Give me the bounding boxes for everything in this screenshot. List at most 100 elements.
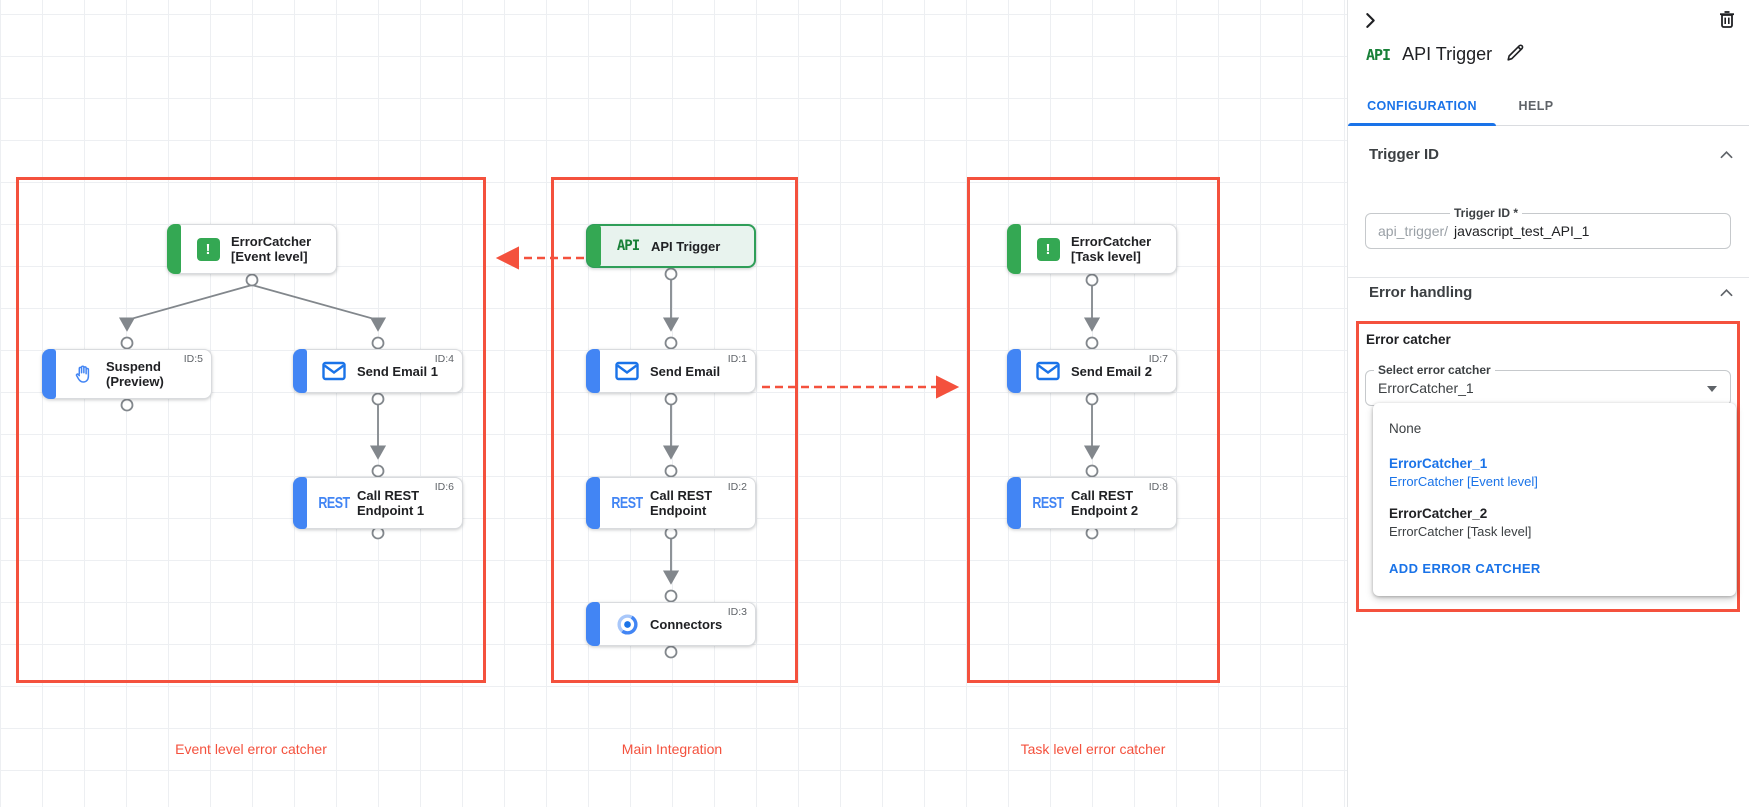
config-panel: API API Trigger CONFIGURATION HELP Trigg… — [1347, 0, 1749, 807]
node-label: Suspend — [106, 359, 161, 374]
error-catcher-dropdown: None ErrorCatcher_1 ErrorCatcher [Event … — [1373, 403, 1736, 596]
tab-configuration[interactable]: CONFIGURATION — [1348, 86, 1496, 126]
node-errorcatcher-event-level[interactable]: ! ErrorCatcher[Event level] — [167, 224, 337, 274]
chevron-right-icon — [1366, 13, 1375, 28]
node-accent — [586, 602, 600, 646]
node-label: Call REST — [1071, 488, 1134, 503]
node-label: ErrorCatcher — [1071, 234, 1152, 249]
node-api-trigger[interactable]: API API Trigger — [586, 224, 756, 268]
node-send-email-1[interactable]: ID:4 Send Email 1 — [293, 349, 463, 393]
node-label-2: (Preview) — [106, 374, 164, 389]
node-label: API Trigger — [651, 238, 721, 254]
error-catcher-highlight-box: Error catcher Select error catcher Error… — [1356, 321, 1740, 612]
error-catcher-label: Error catcher — [1366, 332, 1451, 347]
rest-icon: REST — [318, 494, 350, 512]
node-id-badge: ID:2 — [727, 481, 747, 493]
connectors-icon — [611, 613, 643, 636]
node-label: Call REST — [650, 488, 713, 503]
section-title-trigger-id: Trigger ID — [1369, 146, 1440, 163]
group-label-task-level: Task level error catcher — [1020, 741, 1166, 757]
trash-icon — [1720, 11, 1734, 28]
select-error-catcher-field[interactable]: Select error catcher ErrorCatcher_1 — [1365, 363, 1731, 406]
trigger-id-field-label: Trigger ID * — [1450, 206, 1523, 220]
trigger-id-value: javascript_test_API_1 — [1454, 223, 1590, 239]
group-label-event-level: Event level error catcher — [175, 741, 327, 757]
node-id-badge: ID:1 — [727, 353, 747, 365]
dropdown-option-errorcatcher-1[interactable]: ErrorCatcher_1 ErrorCatcher [Event level… — [1373, 454, 1736, 491]
node-label: ErrorCatcher — [231, 234, 312, 249]
node-id-badge: ID:7 — [1148, 353, 1168, 365]
suspend-hand-icon — [67, 364, 99, 385]
node-accent — [586, 477, 600, 529]
node-accent — [293, 477, 307, 529]
select-error-catcher-label: Select error catcher — [1374, 363, 1495, 377]
collapse-section-icon[interactable] — [1720, 150, 1733, 159]
pencil-icon — [1507, 44, 1524, 61]
node-errorcatcher-task-level[interactable]: ! ErrorCatcher[Task level] — [1007, 224, 1177, 274]
node-id-badge: ID:8 — [1148, 481, 1168, 493]
node-label-2: Endpoint — [650, 503, 707, 518]
error-catcher-icon: ! — [1032, 237, 1064, 261]
node-send-email-2[interactable]: ID:7 Send Email 2 — [1007, 349, 1177, 393]
email-icon — [318, 361, 350, 381]
edit-title-button[interactable] — [1504, 42, 1526, 67]
node-id-badge: ID:4 — [434, 353, 454, 365]
group-box-event-level — [16, 177, 486, 683]
node-label: Send Email 2 — [1071, 363, 1152, 379]
email-icon — [1032, 361, 1064, 381]
node-send-email[interactable]: ID:1 Send Email — [586, 349, 756, 393]
dropdown-caret-icon — [1707, 386, 1717, 392]
select-error-catcher-value: ErrorCatcher_1 — [1378, 380, 1474, 396]
collapse-section-icon[interactable] — [1720, 288, 1733, 297]
error-catcher-icon: ! — [192, 237, 224, 261]
api-badge-icon: API — [1366, 45, 1391, 64]
option-name: ErrorCatcher_1 — [1389, 456, 1488, 471]
section-divider — [1348, 277, 1749, 278]
trigger-id-field[interactable]: Trigger ID * api_trigger/ javascript_tes… — [1365, 206, 1731, 249]
collapse-panel-button[interactable] — [1360, 10, 1381, 34]
node-suspend-preview[interactable]: ID:5 Suspend(Preview) — [42, 349, 212, 399]
node-accent — [586, 349, 600, 393]
node-label-2: Endpoint 1 — [357, 503, 425, 518]
node-connectors[interactable]: ID:3 Connectors — [586, 602, 756, 646]
node-id-badge: ID:5 — [183, 353, 203, 365]
group-box-task-level — [967, 177, 1220, 683]
node-accent — [1007, 477, 1021, 529]
node-label: Send Email — [650, 363, 721, 379]
tab-help[interactable]: HELP — [1518, 98, 1554, 113]
node-id-badge: ID:3 — [727, 606, 747, 618]
node-accent — [1007, 224, 1021, 274]
group-label-main-integration: Main Integration — [621, 741, 723, 757]
group-box-main-integration — [551, 177, 798, 683]
dropdown-option-errorcatcher-2[interactable]: ErrorCatcher_2 ErrorCatcher [Task level] — [1373, 504, 1736, 541]
node-accent — [1007, 349, 1021, 393]
option-sub: ErrorCatcher [Task level] — [1389, 524, 1532, 539]
node-accent — [42, 349, 56, 399]
option-sub: ErrorCatcher [Event level] — [1389, 474, 1538, 489]
option-name: ErrorCatcher_2 — [1389, 506, 1488, 521]
node-id-badge: ID:6 — [434, 481, 454, 493]
node-accent — [167, 224, 181, 274]
node-label: Call REST — [357, 488, 420, 503]
panel-tabs: CONFIGURATION HELP — [1348, 86, 1749, 126]
node-label: Send Email 1 — [357, 363, 438, 379]
dropdown-option-none[interactable]: None — [1389, 421, 1422, 436]
panel-title: API Trigger — [1402, 44, 1493, 64]
section-title-error-handling: Error handling — [1369, 284, 1473, 301]
workflow-canvas[interactable]: ! ErrorCatcher[Event level] ID:5 Suspend… — [0, 0, 1347, 807]
node-label: Connectors — [650, 616, 723, 632]
api-icon: API — [616, 238, 640, 254]
node-accent — [587, 225, 601, 267]
add-error-catcher-button[interactable]: ADD ERROR CATCHER — [1389, 561, 1541, 576]
delete-trigger-button[interactable] — [1717, 8, 1737, 33]
email-icon — [611, 361, 643, 381]
trigger-id-prefix: api_trigger/ — [1378, 223, 1449, 239]
node-accent — [293, 349, 307, 393]
node-label-2: Endpoint 2 — [1071, 503, 1139, 518]
node-label-2: [Task level] — [1071, 249, 1141, 264]
rest-icon: REST — [1032, 494, 1064, 512]
